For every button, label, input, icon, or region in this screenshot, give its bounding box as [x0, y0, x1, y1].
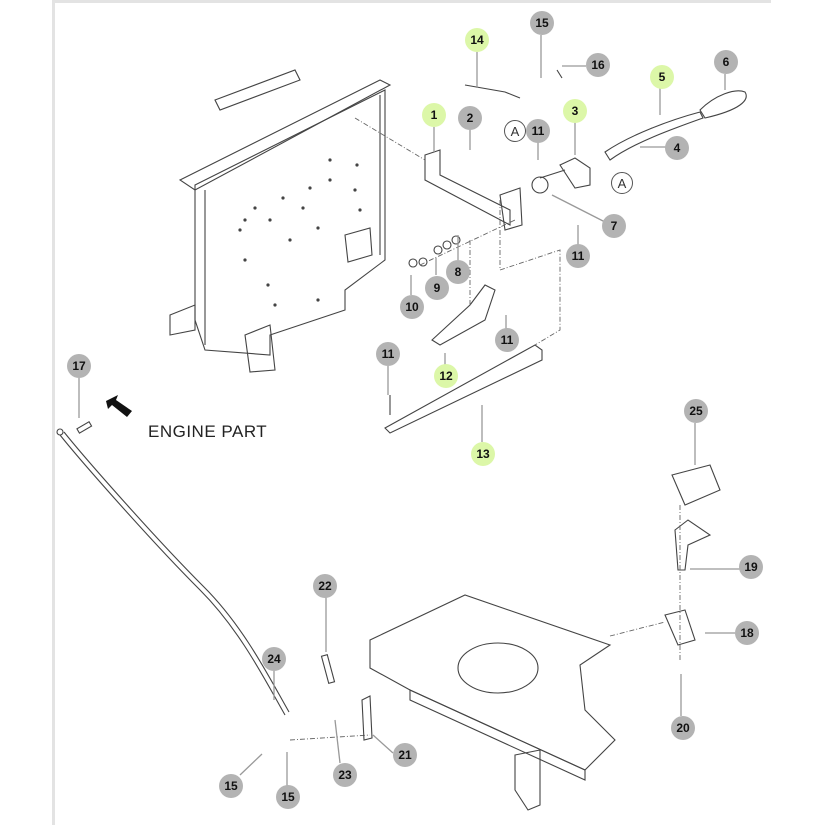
callout-18[interactable]: 18: [735, 621, 759, 645]
callout-8[interactable]: 8: [446, 260, 470, 284]
callout-23[interactable]: 23: [333, 763, 357, 787]
callout-21[interactable]: 21: [393, 743, 417, 767]
callout-2[interactable]: 2: [458, 106, 482, 130]
base-plate: [369, 594, 696, 811]
leader-lines: [78, 35, 740, 788]
callout-16[interactable]: 16: [586, 53, 610, 77]
callout-1[interactable]: 1: [422, 103, 446, 127]
callout-7[interactable]: 7: [602, 214, 626, 238]
callout-4[interactable]: 4: [665, 136, 689, 160]
pedal-assembly: [671, 464, 721, 660]
engine-cable: [56, 421, 371, 741]
callout-9[interactable]: 9: [425, 276, 449, 300]
callout-11[interactable]: 11: [376, 342, 400, 366]
callout-17[interactable]: 17: [67, 354, 91, 378]
callout-11[interactable]: 11: [495, 328, 519, 352]
engine-part-label: ENGINE PART: [148, 422, 268, 441]
reference-mark-a: A: [611, 172, 633, 194]
lever-assembly: [354, 69, 747, 434]
radiator-panel: [169, 69, 392, 373]
callout-13[interactable]: 13: [471, 442, 495, 466]
callout-14[interactable]: 14: [465, 28, 489, 52]
callout-19[interactable]: 19: [739, 555, 763, 579]
spring-parts: [320, 654, 373, 741]
callout-22[interactable]: 22: [313, 574, 337, 598]
callout-11[interactable]: 11: [566, 244, 590, 268]
callout-11[interactable]: 11: [526, 119, 550, 143]
callout-15[interactable]: 15: [530, 11, 554, 35]
callout-12[interactable]: 12: [434, 364, 458, 388]
callout-6[interactable]: 6: [714, 50, 738, 74]
callout-10[interactable]: 10: [400, 295, 424, 319]
arrow-icon: [104, 393, 134, 428]
callout-15[interactable]: 15: [219, 774, 243, 798]
callout-24[interactable]: 24: [262, 647, 286, 671]
callout-15[interactable]: 15: [276, 785, 300, 809]
callout-25[interactable]: 25: [684, 399, 708, 423]
diagram-frame: [52, 0, 771, 825]
reference-mark-a: A: [504, 120, 526, 142]
callout-20[interactable]: 20: [671, 716, 695, 740]
callout-5[interactable]: 5: [650, 65, 674, 89]
callout-3[interactable]: 3: [563, 99, 587, 123]
